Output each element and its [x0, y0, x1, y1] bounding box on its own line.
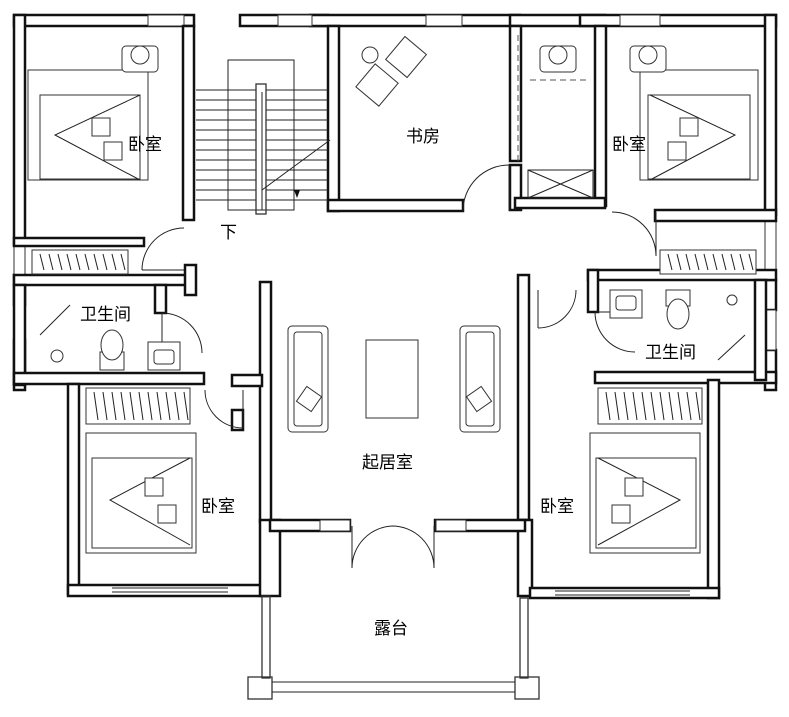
- label-stairs-down: 下: [220, 223, 237, 243]
- bed-nw: [27, 69, 149, 181]
- bed-sw: [85, 432, 197, 554]
- walls: [12, 13, 778, 600]
- label-terrace: 露台: [374, 619, 408, 639]
- label-bedroom-se: 卧室: [540, 497, 574, 517]
- label-bedroom-ne: 卧室: [612, 135, 646, 155]
- label-bathroom-w: 卫生间: [80, 305, 131, 325]
- room-labels: 卧室 书房 卧室 下 卫生间 卫生间 起居室 卧室 卧室 露台: [80, 127, 696, 639]
- living-room-furniture: [287, 325, 501, 433]
- terrace-railing: [247, 595, 540, 700]
- label-bedroom-sw: 卧室: [201, 497, 235, 517]
- bathroom-fixtures: [39, 289, 746, 371]
- desk-chairs: [121, 35, 667, 107]
- closet-ne: [517, 35, 594, 199]
- label-bedroom-nw: 卧室: [128, 135, 162, 155]
- wardrobes: [31, 249, 757, 425]
- label-living-room: 起居室: [362, 453, 413, 473]
- staircase: [196, 59, 331, 215]
- bed-se: [589, 432, 701, 554]
- bed-ne: [639, 69, 759, 181]
- windows: [112, 587, 690, 596]
- label-bathroom-e: 卫生间: [645, 343, 696, 363]
- label-study: 书房: [406, 127, 440, 147]
